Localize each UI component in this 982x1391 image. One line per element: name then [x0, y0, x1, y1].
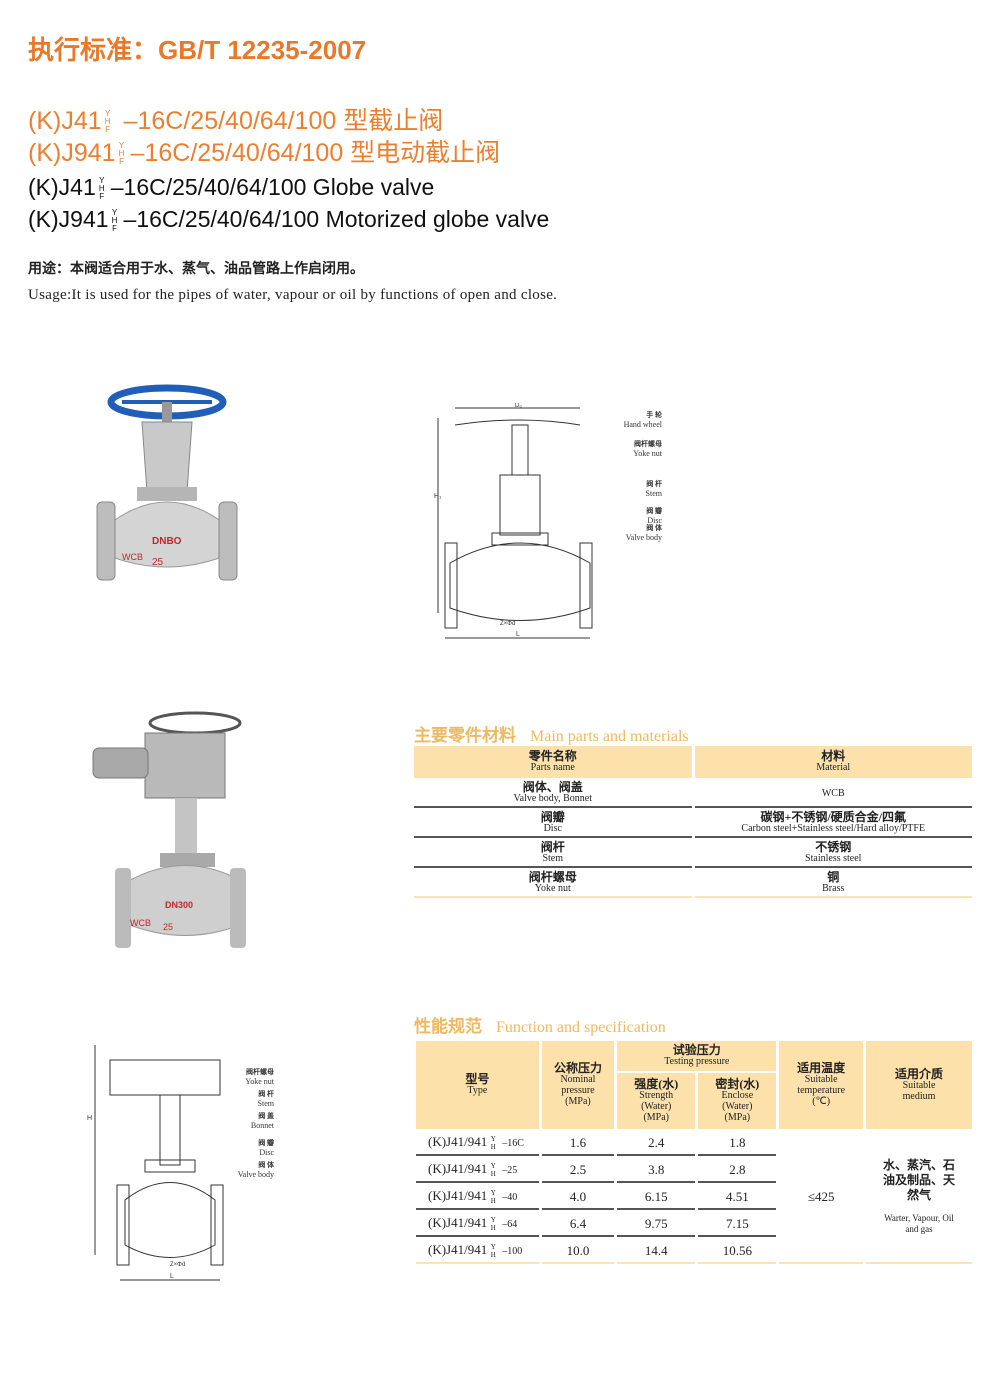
dim2-holes: Z×Φd [170, 1262, 185, 1268]
temp-cell: ≤425 [779, 1131, 863, 1264]
standard-heading: 执行标准：GB/T 12235-2007 [28, 35, 367, 65]
usage-en: Usage:It is used for the pipes of water,… [28, 287, 558, 303]
dim-d0: D₀ [515, 403, 522, 409]
photo2-brand: DN300 [165, 900, 193, 910]
dim-h: H₁ [434, 493, 442, 500]
globe-valve-photo: DNBO WCB 25 [96, 384, 238, 581]
photo2-size: 25 [163, 922, 173, 932]
dim-l: L [516, 631, 520, 638]
dim-holes: Z×Φd [500, 621, 515, 627]
photo-mark: WCB [122, 552, 143, 562]
motorized-valve-drawing: H L Z×Φd [87, 1045, 224, 1281]
usage-cn: 用途：本阀适合用于水、蒸气、油品管路上作启闭用。 [28, 262, 364, 277]
dim2-h: H [87, 1115, 92, 1122]
globe-valve-drawing: H₁ D₀ L Z×Φd [434, 403, 593, 639]
photo-brand: DNBO [152, 536, 182, 547]
motorized-valve-photo: DN300 WCB 25 [92, 711, 246, 948]
photo2-mark: WCB [130, 918, 151, 928]
photo-size: 25 [152, 557, 164, 568]
dim2-l: L [170, 1273, 174, 1280]
